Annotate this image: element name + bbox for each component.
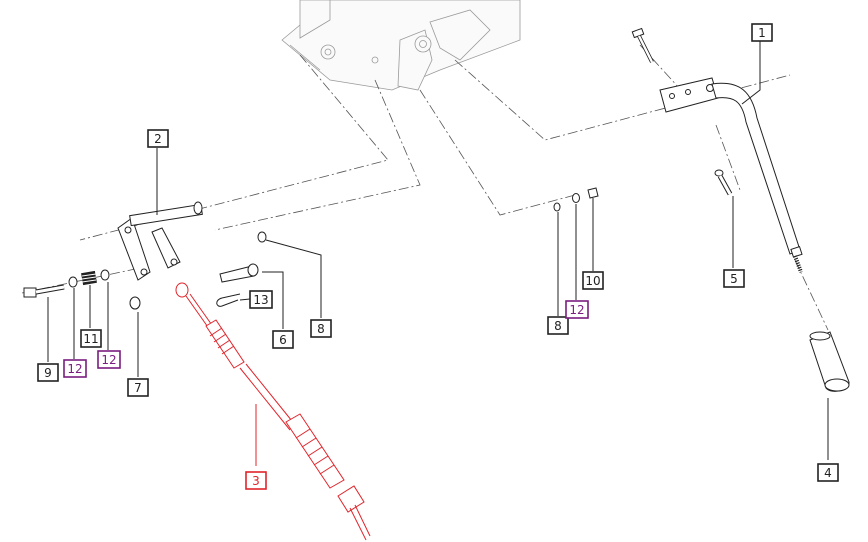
callout-box [147,129,169,148]
callout-number: 13 [253,293,268,307]
callout-number: 10 [585,274,600,288]
callout-box [245,471,267,490]
callout-11: 11 [80,329,102,348]
callout-5: 5 [723,269,745,288]
part-13-clip [216,293,241,307]
callout-box [80,329,102,348]
callout-number: 8 [317,322,325,336]
callout-number: 11 [83,332,98,346]
callout-number: 2 [154,132,162,146]
callout-number: 5 [730,272,738,286]
part-1-shift-lever [659,77,803,273]
part-5-bolt [714,169,733,196]
part-3-cable [175,282,371,541]
callout-12a: 12 [63,359,87,378]
washers-right [553,187,599,212]
callout-9: 9 [37,363,59,382]
callout-2: 2 [147,129,169,148]
callout-box [582,271,604,290]
callout-number: 12 [569,303,584,317]
callout-number: 6 [279,333,287,347]
callout-number: 12 [101,353,116,367]
callout-12b: 12 [97,350,121,369]
callout-3: 3 [245,471,267,490]
callout-box [723,269,745,288]
callout-box [97,350,121,369]
callout-1: 1 [751,23,773,42]
callout-4: 4 [817,463,839,482]
callout-box [249,290,273,309]
callout-number: 7 [134,381,142,395]
callout-box [310,319,332,338]
top-bolt [631,27,654,63]
callout-12c: 12 [565,300,589,319]
callout-8b: 8 [547,316,569,335]
callout-number: 4 [824,466,832,480]
callout-number: 9 [44,366,52,380]
callout-6: 6 [272,330,294,349]
callout-number: 1 [758,26,766,40]
callout-box [127,378,149,397]
washers-left [68,231,267,310]
callout-box [63,359,87,378]
part-4-knob [809,331,850,392]
housing-outline [281,0,521,91]
part-6-pin [219,263,259,283]
callout-box [547,316,569,335]
callout-box [817,463,839,482]
callout-7: 7 [127,378,149,397]
callout-box [751,23,773,42]
callout-number: 3 [252,474,260,488]
callout-8a: 8 [310,319,332,338]
leader-lines [47,40,829,466]
callout-number: 8 [554,319,562,333]
part-9-bolt [23,284,65,298]
callout-10: 10 [582,271,604,290]
part-11-spring [81,270,97,286]
part-2-bracket [117,201,203,281]
callout-13: 13 [249,290,273,309]
callout-box [272,330,294,349]
callout-number: 12 [67,362,82,376]
callout-box [565,300,589,319]
callout-box [37,363,59,382]
